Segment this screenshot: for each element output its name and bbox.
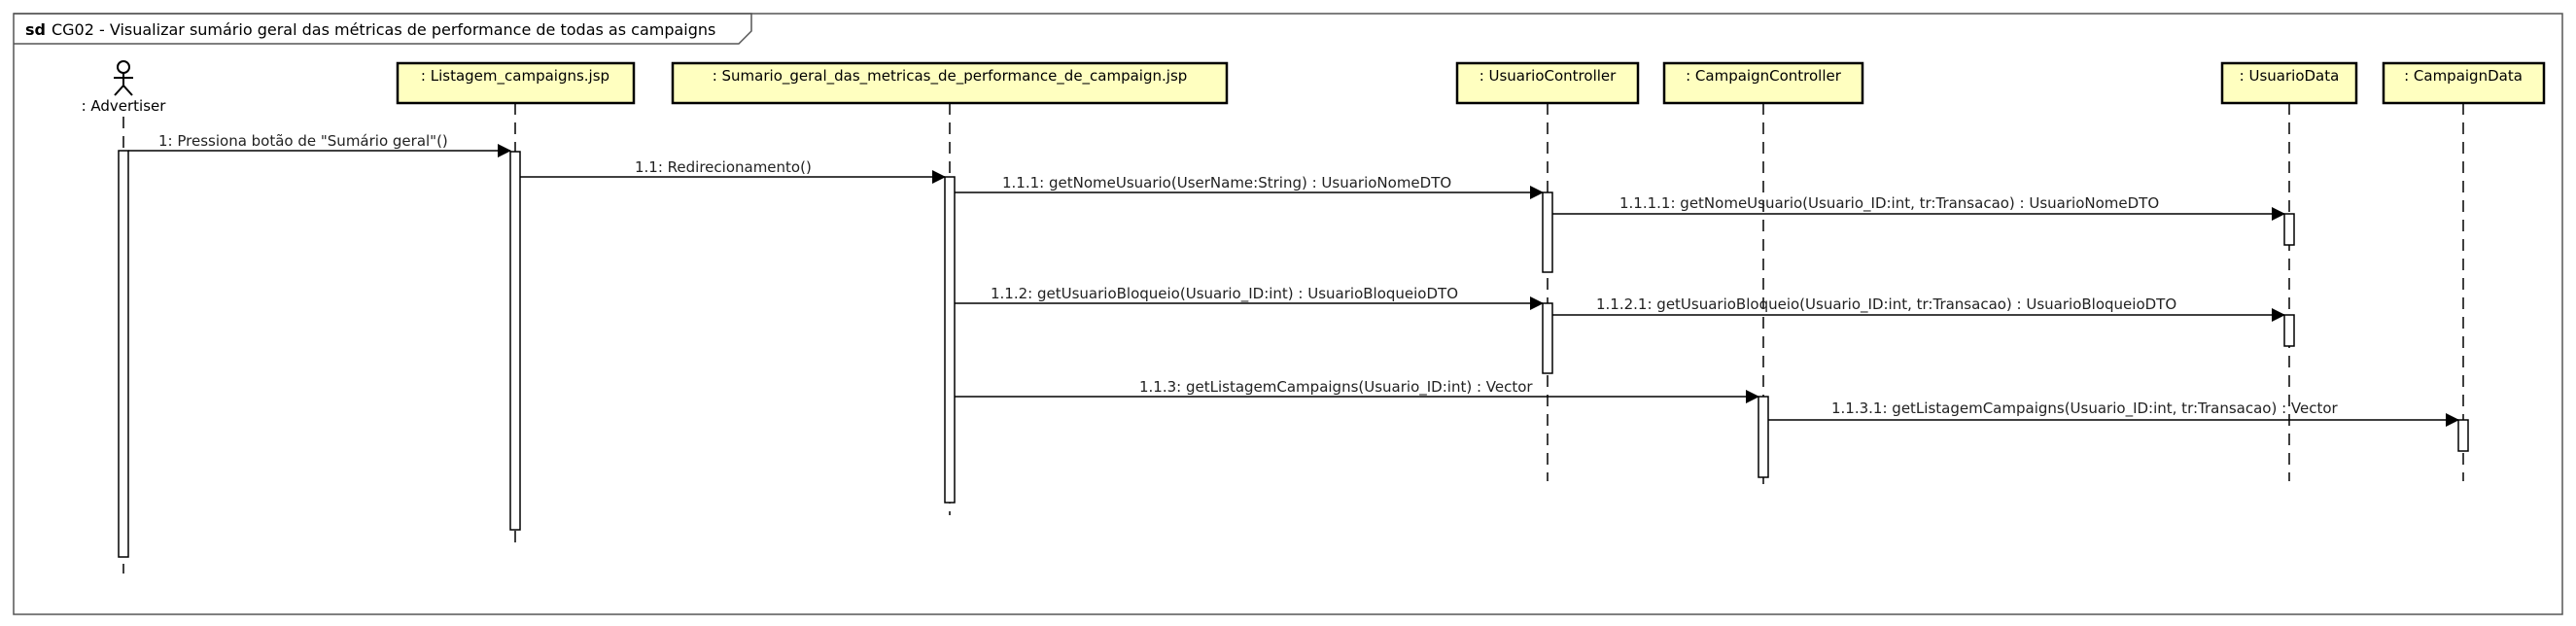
message-1-label: 1: Pressiona botão de "Sumário geral"(): [158, 132, 448, 150]
activation-sumario: [944, 176, 956, 504]
participant-label-campaign-data: : CampaignData: [2404, 67, 2523, 85]
message-1-1-2-label: 1.1.2: getUsuarioBloqueio(Usuario_ID:int…: [991, 285, 1458, 303]
participant-box-sumario: [671, 61, 1229, 105]
activation-usuario-controller-1: [1542, 191, 1553, 273]
activation-usuario-data-1: [2283, 213, 2295, 246]
message-1-1: 1.1: Redirecionamento(): [520, 158, 946, 184]
participant-box-campaign-controller: [1662, 61, 1864, 105]
lifeline-campaign-controller: : CampaignController: [1662, 61, 1864, 491]
participant-label-sumario: : Sumario_geral_das_metricas_de_performa…: [713, 67, 1188, 86]
message-1-1-2-1: 1.1.2.1: getUsuarioBloqueio(Usuario_ID:i…: [1552, 296, 2285, 322]
message-1-1-2-1-label: 1.1.2.1: getUsuarioBloqueio(Usuario_ID:i…: [1596, 296, 2176, 314]
lifeline-sumario-geral: : Sumario_geral_das_metricas_de_performa…: [671, 61, 1229, 515]
activation-advertiser: [118, 150, 129, 558]
lifeline-usuario-data: : UsuarioData: [2220, 61, 2358, 481]
message-1-1-label: 1.1: Redirecionamento(): [635, 158, 812, 176]
activation-campaign-controller: [1758, 396, 1769, 478]
participant-box-listagem: [396, 61, 636, 105]
message-1-1-1-1-label: 1.1.1.1: getNomeUsuario(Usuario_ID:int, …: [1619, 194, 2159, 213]
message-1-1-1: 1.1.1: getNomeUsuario(UserName:String) :…: [955, 174, 1544, 199]
lifeline-campaign-data: : CampaignData: [2382, 61, 2546, 481]
activation-listagem: [509, 151, 521, 531]
actor-label: : Advertiser: [82, 97, 167, 115]
activation-campaign-data: [2457, 419, 2469, 452]
activation-usuario-data-2: [2283, 314, 2295, 347]
message-1-1-3-1: 1.1.3.1: getListagemCampaigns(Usuario_ID…: [1768, 400, 2459, 427]
message-1-1-3-1-label: 1.1.3.1: getListagemCampaigns(Usuario_ID…: [1831, 400, 2339, 418]
lifeline-listagem-campaigns: : Listagem_campaigns.jsp: [396, 61, 636, 549]
participant-label-listagem: : Listagem_campaigns.jsp: [421, 67, 609, 86]
message-1-1-3: 1.1.3: getListagemCampaigns(Usuario_ID:i…: [955, 378, 1759, 403]
participant-label-campaign-controller: : CampaignController: [1686, 67, 1842, 85]
participant-label-usuario-controller: : UsuarioController: [1479, 67, 1617, 85]
participant-box-usuario-data: [2220, 61, 2358, 105]
activation-usuario-controller-2: [1542, 302, 1553, 374]
actor-advertiser: : Advertiser: [82, 60, 167, 574]
message-1-1-1-1: 1.1.1.1: getNomeUsuario(Usuario_ID:int, …: [1552, 194, 2285, 221]
message-1-1-1-label: 1.1.1: getNomeUsuario(UserName:String) :…: [1002, 174, 1451, 191]
participant-label-usuario-data: : UsuarioData: [2240, 67, 2340, 85]
message-1: 1: Pressiona botão de "Sumário geral"(): [128, 132, 511, 157]
message-1-1-2: 1.1.2: getUsuarioBloqueio(Usuario_ID:int…: [955, 285, 1544, 310]
lifeline-usuario-controller: : UsuarioController: [1455, 61, 1640, 481]
message-1-1-3-label: 1.1.3: getListagemCampaigns(Usuario_ID:i…: [1139, 378, 1533, 397]
